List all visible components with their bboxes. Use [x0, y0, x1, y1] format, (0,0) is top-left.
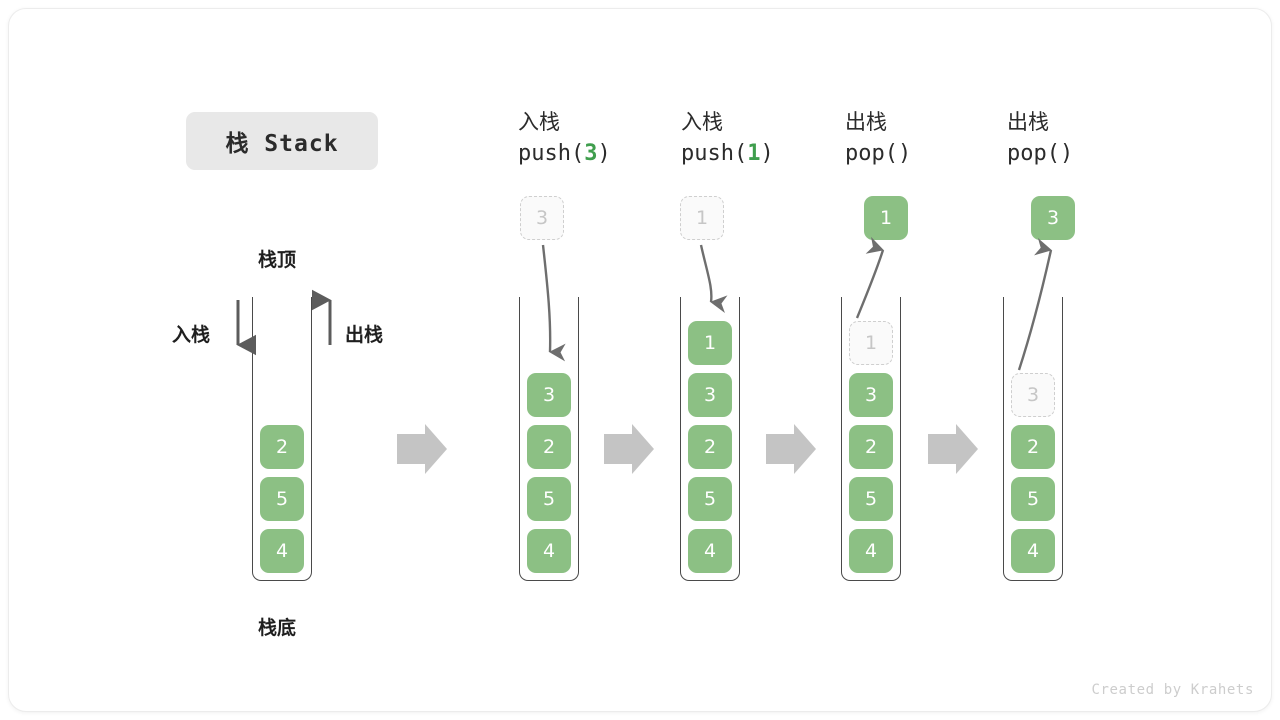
step-header-pop-3: 出栈 pop() — [1007, 107, 1177, 171]
stack-cell: 4 — [688, 529, 732, 573]
stack-cell: 1 — [688, 321, 732, 365]
code-prefix: push( — [518, 141, 585, 166]
code-value: 1 — [747, 141, 761, 166]
stack-title-label: 栈 Stack — [225, 131, 339, 157]
code-suffix: ) — [1059, 141, 1074, 166]
step-cn-label: 入栈 — [518, 110, 560, 134]
stack-top-label: 栈顶 — [258, 249, 297, 271]
step-code-label: pop() — [1007, 137, 1177, 171]
step-code-label: pop() — [845, 137, 1015, 171]
stack-cell: 2 — [1011, 425, 1055, 469]
code-value: 3 — [584, 141, 598, 166]
floating-cell: 1 — [864, 196, 908, 240]
floating-cell: 3 — [1031, 196, 1075, 240]
code-prefix: push( — [681, 141, 748, 166]
code-suffix: ) — [897, 141, 912, 166]
stack-cell: 5 — [260, 477, 304, 521]
stack-cell: 4 — [849, 529, 893, 573]
stack-bottom-label: 栈底 — [258, 617, 297, 639]
step-cn-label: 入栈 — [681, 110, 723, 134]
step-stack-container — [841, 297, 901, 581]
step-header-push-1: 入栈 push(1) — [681, 107, 851, 171]
stack-cell: 3 — [527, 373, 571, 417]
reference-stack-container — [252, 297, 312, 581]
code-suffix: ) — [760, 141, 774, 166]
code-prefix: pop( — [845, 141, 898, 166]
step-stack-container — [1003, 297, 1063, 581]
step-code-label: push(3) — [518, 137, 688, 171]
step-header-push-3: 入栈 push(3) — [518, 107, 688, 171]
stack-cell: 5 — [849, 477, 893, 521]
stack-cell: 4 — [527, 529, 571, 573]
stack-push-label: 入栈 — [172, 324, 211, 346]
stack-cell: 5 — [1011, 477, 1055, 521]
stack-cell: 4 — [1011, 529, 1055, 573]
step-stack-container — [680, 297, 740, 581]
step-cn-label: 出栈 — [1007, 110, 1049, 134]
stack-pop-label: 出栈 — [345, 324, 384, 346]
floating-cell: 1 — [680, 196, 724, 240]
stack-cell: 5 — [688, 477, 732, 521]
code-suffix: ) — [597, 141, 611, 166]
stack-cell: 2 — [260, 425, 304, 469]
stack-cell: 3 — [688, 373, 732, 417]
stack-cell: 4 — [260, 529, 304, 573]
code-prefix: pop( — [1007, 141, 1060, 166]
stack-cell: 2 — [849, 425, 893, 469]
stack-title-chip: 栈 Stack — [186, 112, 378, 170]
stack-cell: 1 — [849, 321, 893, 365]
stack-cell: 3 — [849, 373, 893, 417]
stack-cell: 3 — [1011, 373, 1055, 417]
step-stack-container — [519, 297, 579, 581]
floating-cell: 3 — [520, 196, 564, 240]
watermark-label: Created by Krahets — [1091, 682, 1254, 698]
step-cn-label: 出栈 — [845, 110, 887, 134]
step-header-pop-1: 出栈 pop() — [845, 107, 1015, 171]
stack-cell: 2 — [527, 425, 571, 469]
step-code-label: push(1) — [681, 137, 851, 171]
stack-cell: 5 — [527, 477, 571, 521]
stack-cell: 2 — [688, 425, 732, 469]
